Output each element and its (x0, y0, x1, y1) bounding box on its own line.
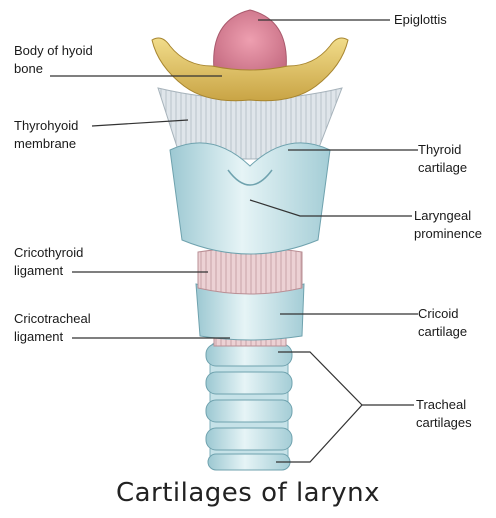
hyoid-label-line2: bone (14, 60, 93, 78)
cricoid-label-line1: Cricoid (418, 305, 467, 323)
tracheal-label-line1: Tracheal (416, 396, 472, 414)
cricothyroid-label-line1: Cricothyroid (14, 244, 83, 262)
label-laryngeal: Laryngeal prominence (414, 207, 482, 243)
laryngeal-label-line1: Laryngeal (414, 207, 482, 225)
tracheal-cartilages (206, 342, 292, 470)
cricothyroid-ligament (198, 248, 302, 294)
label-epiglottis: Epiglottis (394, 11, 447, 29)
thyroid-label-line2: cartilage (418, 159, 467, 177)
cricotracheal-label-line2: ligament (14, 328, 91, 346)
label-thyrohyoid: Thyrohyoid membrane (14, 117, 78, 153)
label-cricoid: Cricoid cartilage (418, 305, 467, 341)
thyroid-label-line1: Thyroid (418, 141, 467, 159)
label-thyroid: Thyroid cartilage (418, 141, 467, 177)
label-cricothyroid: Cricothyroid ligament (14, 244, 83, 280)
diagram-caption: Cartilages of larynx (0, 478, 496, 508)
label-cricotracheal: Cricotracheal ligament (14, 310, 91, 346)
laryngeal-label-line2: prominence (414, 225, 482, 243)
cricothyroid-label-line2: ligament (14, 262, 83, 280)
hyoid-label-line1: Body of hyoid (14, 42, 93, 60)
tracheal-label-line2: cartilages (416, 414, 472, 432)
label-hyoid: Body of hyoid bone (14, 42, 93, 78)
cricoid-label-line2: cartilage (418, 323, 467, 341)
thyrohyoid-label-line1: Thyrohyoid (14, 117, 78, 135)
label-tracheal: Tracheal cartilages (416, 396, 472, 432)
epiglottis-label: Epiglottis (394, 11, 447, 29)
thyrohyoid-label-line2: membrane (14, 135, 78, 153)
cricotracheal-label-line1: Cricotracheal (14, 310, 91, 328)
